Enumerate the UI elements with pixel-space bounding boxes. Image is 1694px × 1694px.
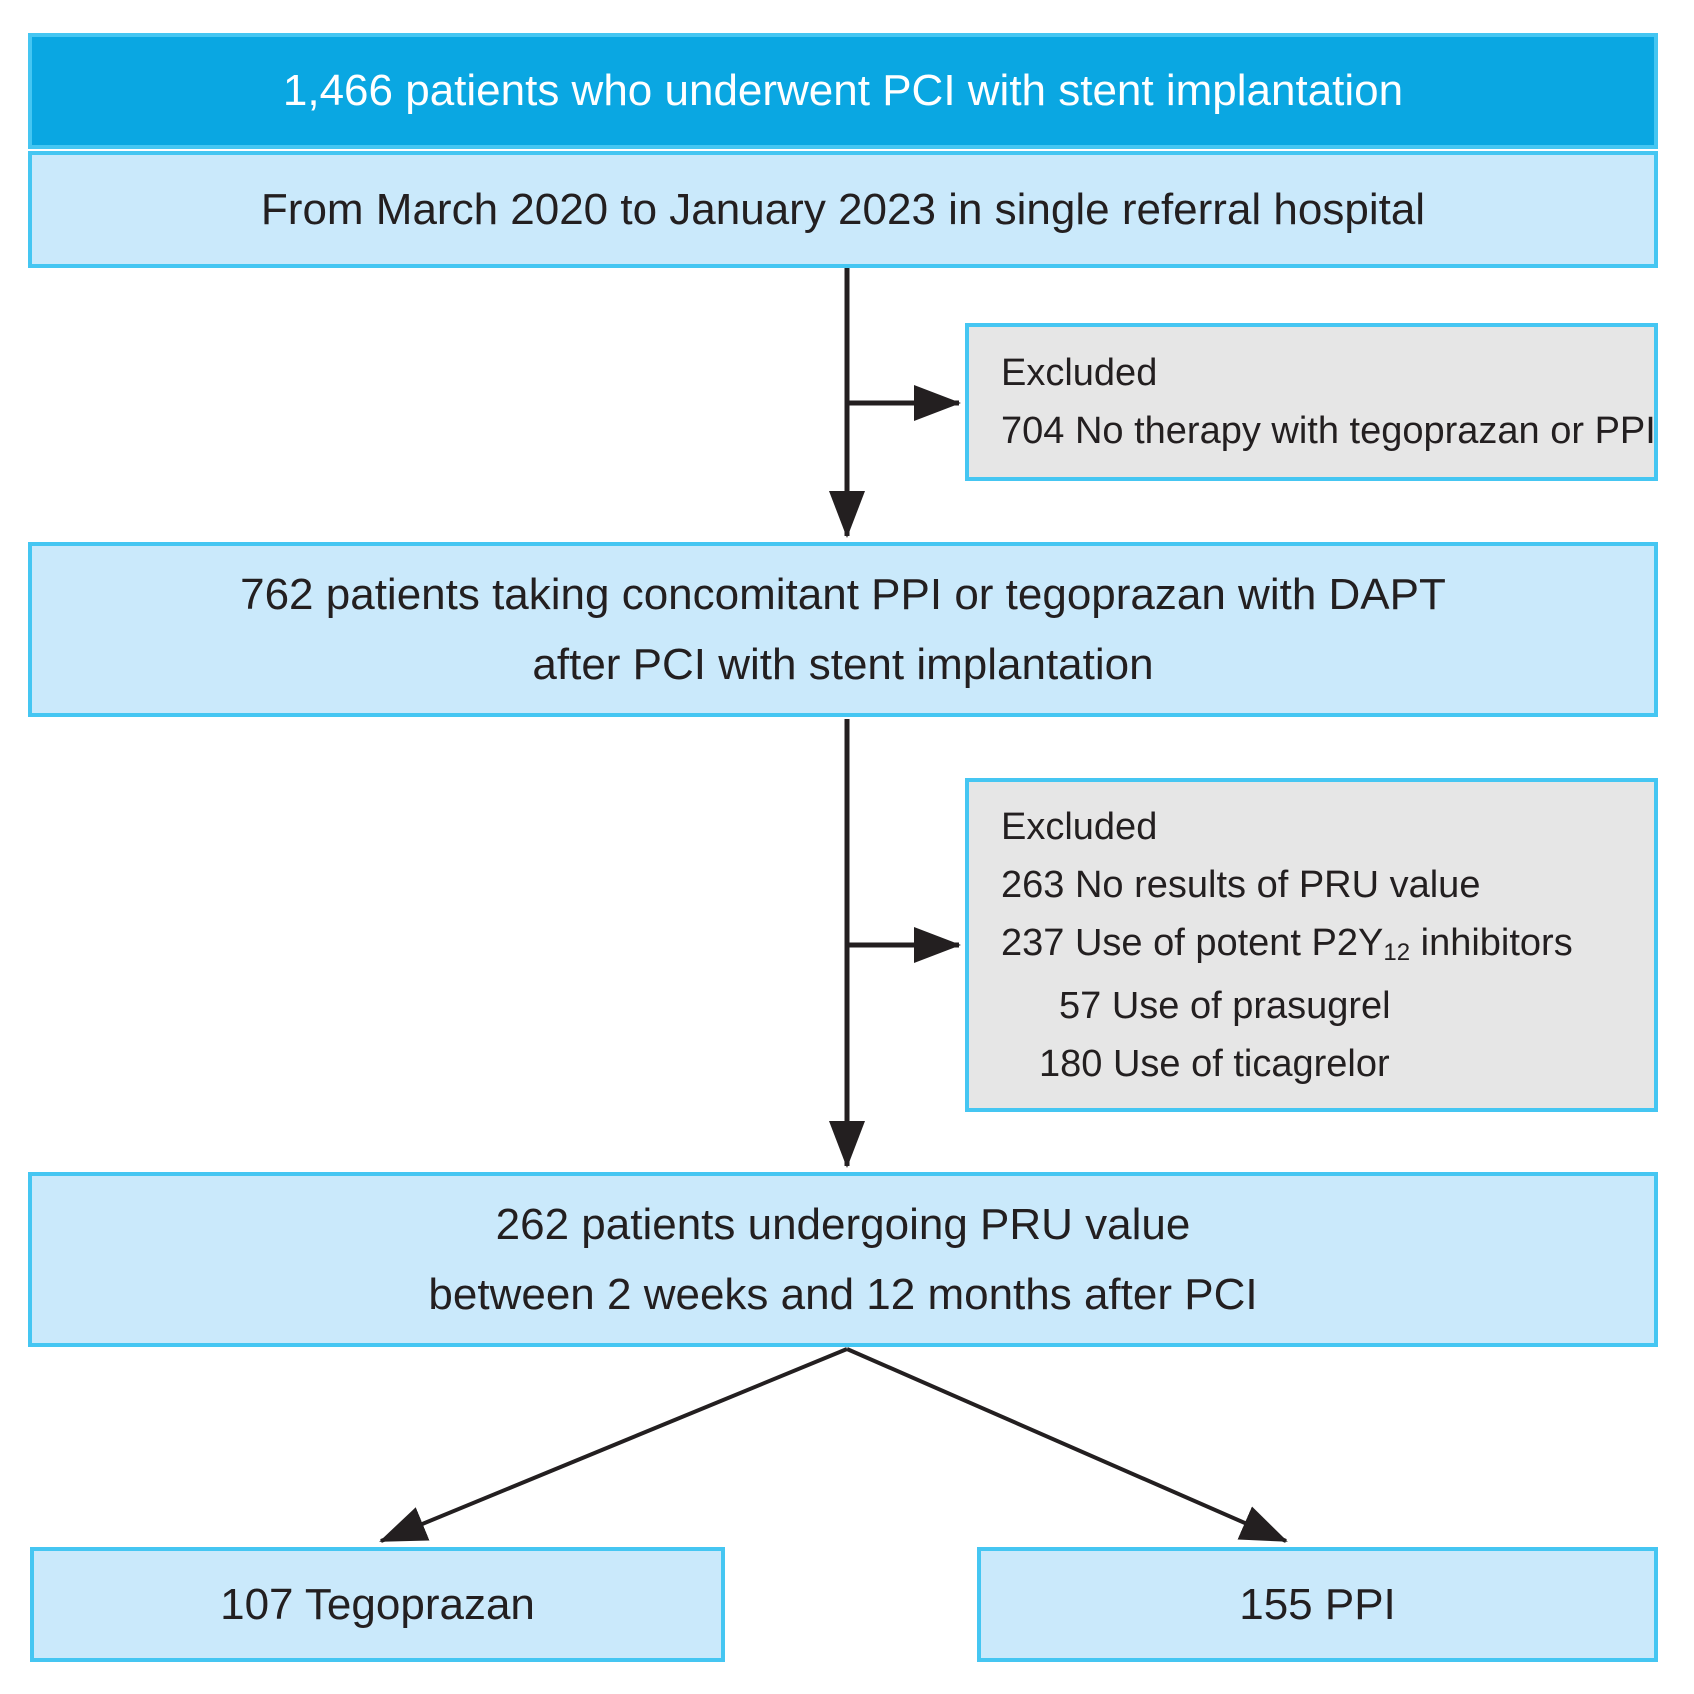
period-box-text: From March 2020 to January 2023 in singl… (260, 184, 1426, 234)
title-box-text: 1,466 patients who underwent PCI with st… (282, 66, 1404, 115)
pru-box-line2: between 2 weeks and 12 months after PCI (428, 1269, 1258, 1319)
tegoprazan-box: 107 Tegoprazan (30, 1547, 725, 1662)
p2y12-suffix: inhibitors (1410, 921, 1573, 964)
cohort-box-line2: after PCI with stent implantation (532, 639, 1154, 689)
ppi-box: 155 PPI (977, 1547, 1658, 1662)
arrow-diagonal-right (846, 1347, 1288, 1543)
p2y12-subscript: 12 (1383, 938, 1411, 966)
excluded-2-item-prasugrel: 57 Use of prasugrel (1059, 984, 1391, 1027)
excluded-box-2: Excluded 263 No results of PRU value 237… (965, 778, 1658, 1112)
ppi-box-text: 155 PPI (1239, 1579, 1396, 1629)
excluded-1-item: 704 No therapy with tegoprazan or PPI (1001, 410, 1656, 452)
cohort-box: 762 patients taking concomitant PPI or t… (28, 542, 1658, 717)
excluded-2-item-pru: 263 No results of PRU value (1001, 863, 1481, 906)
period-box: From March 2020 to January 2023 in singl… (28, 151, 1658, 268)
excluded-2-title: Excluded (1001, 805, 1158, 848)
excluded-2-item-ticagrelor: 180 Use of ticagrelor (1039, 1042, 1390, 1085)
excluded-1-title: Excluded (1001, 352, 1158, 394)
excluded-box-1: Excluded 704 No therapy with tegoprazan … (965, 323, 1658, 481)
pru-box: 262 patients undergoing PRU value betwee… (28, 1172, 1658, 1347)
arrow-diagonal-left (379, 1347, 848, 1543)
tegoprazan-box-text: 107 Tegoprazan (220, 1579, 535, 1629)
excluded-2-item-p2y12: 237 Use of potent P2Y12 inhibitors (1001, 914, 1573, 977)
title-box: 1,466 patients who underwent PCI with st… (28, 33, 1658, 149)
cohort-box-line1: 762 patients taking concomitant PPI or t… (240, 569, 1446, 619)
p2y12-prefix: 237 Use of potent P2Y (1001, 921, 1384, 964)
pru-box-line1: 262 patients undergoing PRU value (495, 1199, 1191, 1249)
